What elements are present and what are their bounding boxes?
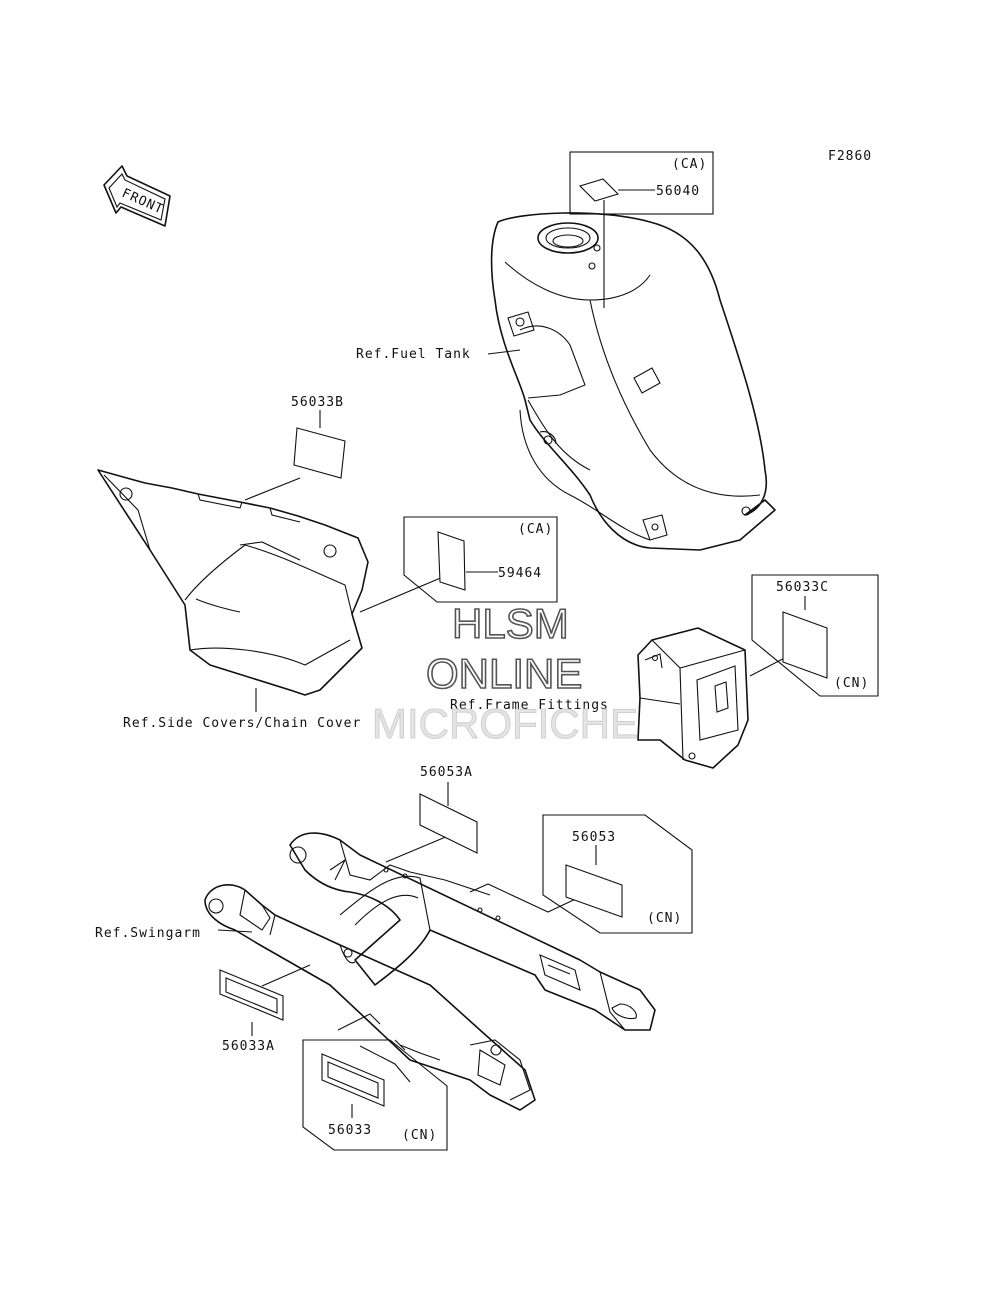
leader-56053a xyxy=(385,835,449,863)
watermark-line1: HLSM xyxy=(452,600,569,647)
callout-ca-side: (CA) xyxy=(518,522,553,537)
side-cover-drawing xyxy=(97,469,369,696)
part-56033a: 56033A xyxy=(222,1039,275,1054)
ref-side-covers: Ref.Side Covers/Chain Cover xyxy=(123,716,361,731)
callout-cn-bottom: (CN) xyxy=(402,1128,437,1143)
part-56033c: 56033C xyxy=(776,580,829,595)
decal-56053-icon xyxy=(565,864,623,918)
part-59464: 59464 xyxy=(498,566,542,581)
decal-56033c-icon xyxy=(782,611,828,679)
ref-swingarm: Ref.Swingarm xyxy=(95,926,201,941)
part-56053a: 56053A xyxy=(420,765,473,780)
leader-56033a xyxy=(261,964,311,987)
decal-56033a-icon xyxy=(219,969,284,1021)
watermark: HLSM ONLINE MICROFICHE xyxy=(372,599,639,747)
part-56040: 56040 xyxy=(656,184,700,199)
callout-cn-swing: (CN) xyxy=(647,911,682,926)
decal-59464-icon xyxy=(437,531,466,591)
leader-swingarm xyxy=(217,929,253,933)
part-56033b: 56033B xyxy=(291,395,344,410)
decal-56040-icon xyxy=(578,178,620,202)
callout-box-56040 xyxy=(569,151,714,215)
leader-56033-b xyxy=(359,1045,411,1083)
callout-ca-fuel: (CA) xyxy=(672,157,707,172)
decal-56033-icon xyxy=(321,1053,385,1107)
callout-cn-frame: (CN) xyxy=(834,676,869,691)
figure-code: F2860 xyxy=(828,149,872,164)
part-56053: 56053 xyxy=(572,830,616,845)
leader-56033-a xyxy=(337,1013,381,1031)
watermark-line3: MICROFICHE xyxy=(372,700,638,747)
frame-fitting-drawing xyxy=(637,627,749,769)
ref-fuel-tank: Ref.Fuel Tank xyxy=(356,347,471,362)
watermark-line2: ONLINE xyxy=(426,650,582,697)
callout-box-56033c xyxy=(751,574,879,697)
fuel-tank-drawing xyxy=(490,212,776,551)
swingarm-drawing xyxy=(204,832,656,1111)
callout-box-56033 xyxy=(302,1039,448,1151)
decal-56033b-icon xyxy=(293,427,346,479)
decal-56053a-icon xyxy=(419,793,478,854)
ref-frame-fittings: Ref.Frame Fittings xyxy=(450,698,609,713)
callout-box-59464 xyxy=(403,516,558,603)
front-direction-arrow-icon: FRONT xyxy=(103,165,171,227)
callout-box-56053 xyxy=(542,814,693,934)
leader-59464 xyxy=(359,573,451,613)
leader-fuel-tank xyxy=(487,349,521,355)
leader-56053 xyxy=(469,883,583,913)
leader-56033b xyxy=(244,477,301,501)
part-56033: 56033 xyxy=(328,1123,372,1138)
